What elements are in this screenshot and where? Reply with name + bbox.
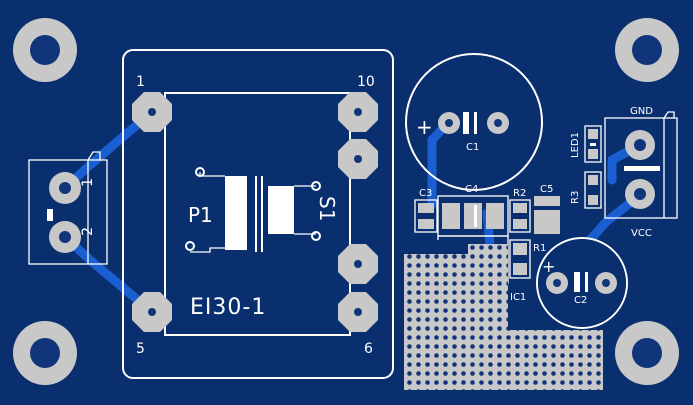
terminal-left-pad-1: [49, 172, 81, 204]
transformer-pad-6: [338, 292, 378, 332]
terminal-right-gnd-label: GND: [630, 106, 653, 117]
terminal-left-pin-2-label: 2: [80, 227, 96, 236]
terminal-left-outline: [28, 159, 108, 265]
transformer-pad-10: [338, 92, 378, 132]
transformer-pads: [132, 92, 378, 332]
capacitor-c3-label: C3: [419, 188, 432, 199]
transformer: P1 S1 EI30-1 1 10 5 6: [122, 49, 394, 379]
capacitor-c1-pad-negative: [487, 112, 509, 134]
pin-label-6: 6: [364, 341, 373, 357]
transformer-pad-5: [132, 292, 172, 332]
terminal-right-pad-vcc: [625, 179, 655, 209]
resistor-r1-label: R1: [533, 243, 546, 254]
transformer-pad-7: [338, 244, 378, 284]
transformer-outline: [122, 49, 394, 379]
resistor-r2-label: R2: [513, 188, 526, 199]
resistor-r2: [509, 199, 531, 233]
capacitor-c2-outline: [536, 237, 628, 329]
capacitor-c2-pad-negative: [595, 272, 617, 294]
capacitor-c2: + C2: [536, 237, 628, 329]
led1-label: LED1: [570, 132, 581, 158]
transformer-core-outline: [164, 92, 351, 336]
ic1-label: IC1: [510, 292, 526, 303]
capacitor-c2-plus: +: [542, 257, 555, 276]
terminal-right-vcc-label: VCC: [631, 228, 652, 239]
capacitor-c2-pad-positive: [546, 272, 568, 294]
pin-label-5: 5: [136, 341, 145, 357]
prototype-grid-area: [404, 244, 603, 390]
smd-components: C3 C4 R2 C5 R1: [414, 184, 560, 303]
pin-label-10: 10: [357, 74, 375, 90]
led1: LED1: [570, 125, 602, 163]
capacitor-c1-pad-positive: [438, 112, 460, 134]
capacitor-c2-label: C2: [574, 295, 587, 306]
capacitor-c3: [414, 199, 438, 233]
capacitor-c5: [534, 196, 560, 234]
terminal-left-pin-1-label: 1: [80, 178, 96, 187]
resistor-r1: [509, 239, 531, 279]
capacitor-c5-label: C5: [540, 184, 553, 195]
terminal-left: 1 2: [28, 151, 108, 265]
capacitor-c1-label: C1: [466, 142, 479, 153]
capacitor-c4-label: C4: [465, 184, 478, 195]
mounting-hole-top-left: [13, 18, 77, 82]
capacitor-c1-plus: +: [416, 115, 433, 139]
mounting-hole-top-right: [615, 18, 679, 82]
resistor-r3-label: R3: [570, 191, 581, 204]
mounting-hole-bottom-left: [13, 321, 77, 385]
capacitor-c1-outline: [405, 53, 543, 191]
capacitor-c4: [437, 195, 509, 237]
resistor-r3: R3: [570, 171, 602, 209]
capacitor-c1: + C1: [405, 53, 543, 191]
pin-label-1: 1: [136, 74, 145, 90]
transformer-name-label: P1: [188, 203, 213, 227]
transformer-model-label: EI30-1: [190, 295, 266, 320]
mounting-hole-bottom-right: [615, 321, 679, 385]
mounting-holes: [13, 18, 679, 385]
transformer-secondary-label: S1: [315, 196, 339, 221]
terminal-left-pad-2: [49, 221, 81, 253]
terminal-right-pad-gnd: [625, 130, 655, 160]
transformer-core-symbol: [185, 167, 321, 253]
transformer-pad-9: [338, 139, 378, 179]
transformer-pad-1: [132, 92, 172, 132]
terminal-right: GND VCC: [604, 106, 678, 239]
terminal-right-outline: [604, 117, 678, 219]
